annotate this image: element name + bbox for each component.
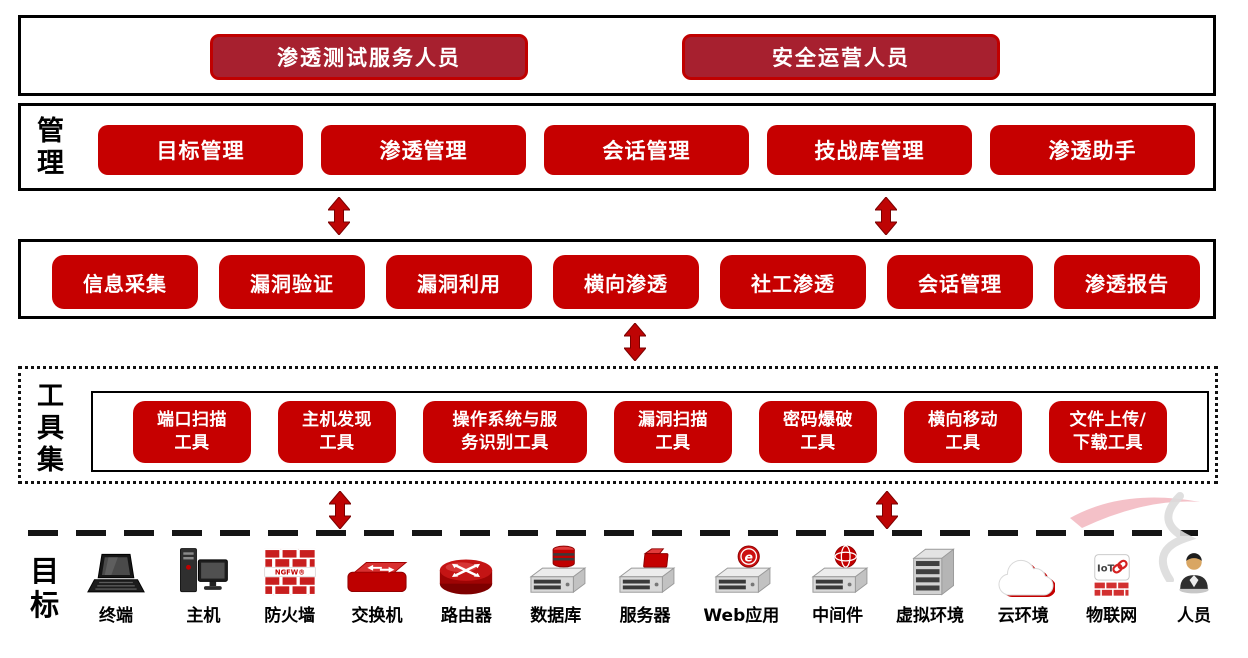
target-label: 交换机 — [351, 606, 403, 626]
toolset-label: 工具集 — [37, 381, 65, 476]
target-cloud-environment: 云环境 — [991, 552, 1056, 626]
ngfw-badge: NGFW® — [275, 568, 305, 576]
double-arrow-icon — [624, 323, 646, 361]
target-switch: 交换机 — [346, 558, 408, 626]
iot-badge: IoT — [1097, 563, 1115, 574]
database-server-icon — [529, 545, 587, 594]
flow-button-pentest-report: 渗透报告 — [1054, 255, 1200, 309]
management-button-row: 目标管理 渗透管理 会话管理 技战库管理 渗透助手 — [98, 125, 1195, 175]
persona-pentest-service-staff: 渗透测试服务人员 — [210, 34, 528, 80]
virtualization-icon — [912, 548, 955, 596]
mgmt-button-assistant: 渗透助手 — [990, 125, 1195, 175]
firewall-icon: NGFW® — [263, 548, 316, 596]
web-app-server-icon: e — [714, 545, 772, 594]
flow-button-vuln-exploitation: 漏洞利用 — [386, 255, 532, 309]
tool-button-host-discovery: 主机发现 工具 — [278, 400, 396, 463]
target-label: 数据库 — [530, 606, 582, 626]
host-icon — [180, 548, 229, 593]
target-middleware: 中间件 — [807, 544, 869, 626]
mgmt-button-tactics-library: 技战库管理 — [767, 125, 972, 175]
target-host: 主机 — [173, 546, 233, 626]
targets-row: 终端 主机 — [86, 544, 1220, 626]
target-label: 云环境 — [997, 606, 1049, 626]
flow-button-social-engineering: 社工渗透 — [720, 255, 866, 309]
tool-button-port-scan: 端口扫描 工具 — [133, 400, 251, 463]
persona-security-ops-staff: 安全运营人员 — [682, 34, 1000, 80]
target-terminal: 终端 — [86, 552, 146, 626]
flow-button-info-gathering: 信息采集 — [52, 255, 198, 309]
management-label: 管理 — [37, 116, 65, 179]
flow-button-vuln-verification: 漏洞验证 — [219, 255, 365, 309]
flow-button-session-mgmt: 会话管理 — [887, 255, 1033, 309]
personas-box: 渗透测试服务人员 安全运营人员 — [18, 15, 1216, 96]
mgmt-button-pentest: 渗透管理 — [321, 125, 526, 175]
flow-button-lateral-pentest: 横向渗透 — [553, 255, 699, 309]
target-virtual-environment: 虚拟环境 — [896, 544, 964, 626]
router-icon — [440, 559, 493, 595]
target-label: 物联网 — [1086, 606, 1138, 626]
target-database: 数据库 — [525, 544, 587, 626]
double-arrow-icon — [328, 197, 350, 235]
flow-button-row: 信息采集 漏洞验证 漏洞利用 横向渗透 社工渗透 会话管理 渗透报告 — [52, 255, 1200, 309]
target-label: Web应用 — [703, 606, 780, 626]
tool-button-vuln-scan: 漏洞扫描 工具 — [614, 400, 732, 463]
mgmt-button-session: 会话管理 — [544, 125, 749, 175]
tool-button-lateral-movement: 横向移动 工具 — [904, 400, 1022, 463]
targets-label: 目标 — [30, 554, 60, 623]
middleware-server-icon — [811, 545, 868, 594]
target-iot: IoT 物联网 — [1083, 544, 1141, 626]
target-server: 服务器 — [614, 544, 676, 626]
toolset-inner-box: 端口扫描 工具 主机发现 工具 操作系统与服 务识别工具 漏洞扫描 工具 密码爆… — [91, 391, 1209, 472]
target-router: 路由器 — [435, 552, 497, 626]
e-badge: e — [745, 549, 754, 564]
pentest-flow-box: 信息采集 漏洞验证 漏洞利用 横向渗透 社工渗透 会话管理 渗透报告 — [18, 239, 1216, 319]
network-boundary-dashed-line — [28, 530, 1198, 536]
target-label: 主机 — [186, 606, 221, 626]
target-label: 虚拟环境 — [895, 606, 964, 626]
person-icon — [1179, 553, 1209, 594]
tool-button-password-cracking: 密码爆破 工具 — [759, 400, 877, 463]
target-label: 人员 — [1176, 606, 1211, 626]
target-label: 路由器 — [440, 606, 492, 626]
toolset-box: 工具集 端口扫描 工具 主机发现 工具 操作系统与服 务识别工具 漏洞扫描 工具… — [18, 366, 1218, 484]
target-web-app: e Web应用 — [703, 544, 779, 626]
cloud-icon — [998, 559, 1056, 598]
target-person: 人员 — [1168, 544, 1220, 626]
iot-icon: IoT — [1092, 554, 1130, 598]
double-arrow-icon — [876, 491, 898, 529]
management-box: 管理 目标管理 渗透管理 会话管理 技战库管理 渗透助手 — [18, 103, 1216, 191]
double-arrow-icon — [875, 197, 897, 235]
tool-button-file-transfer: 文件上传/ 下载工具 — [1049, 400, 1167, 463]
target-label: 防火墙 — [264, 606, 316, 626]
double-arrow-icon — [329, 491, 351, 529]
target-label: 终端 — [99, 606, 133, 626]
file-server-icon — [618, 548, 676, 594]
mgmt-button-target: 目标管理 — [98, 125, 303, 175]
switch-icon — [347, 562, 408, 593]
target-label: 中间件 — [812, 606, 864, 626]
tool-button-os-service-identification: 操作系统与服 务识别工具 — [423, 400, 587, 463]
laptop-icon — [87, 553, 145, 593]
target-label: 服务器 — [619, 606, 671, 626]
target-firewall: NGFW® 防火墙 — [261, 546, 319, 626]
